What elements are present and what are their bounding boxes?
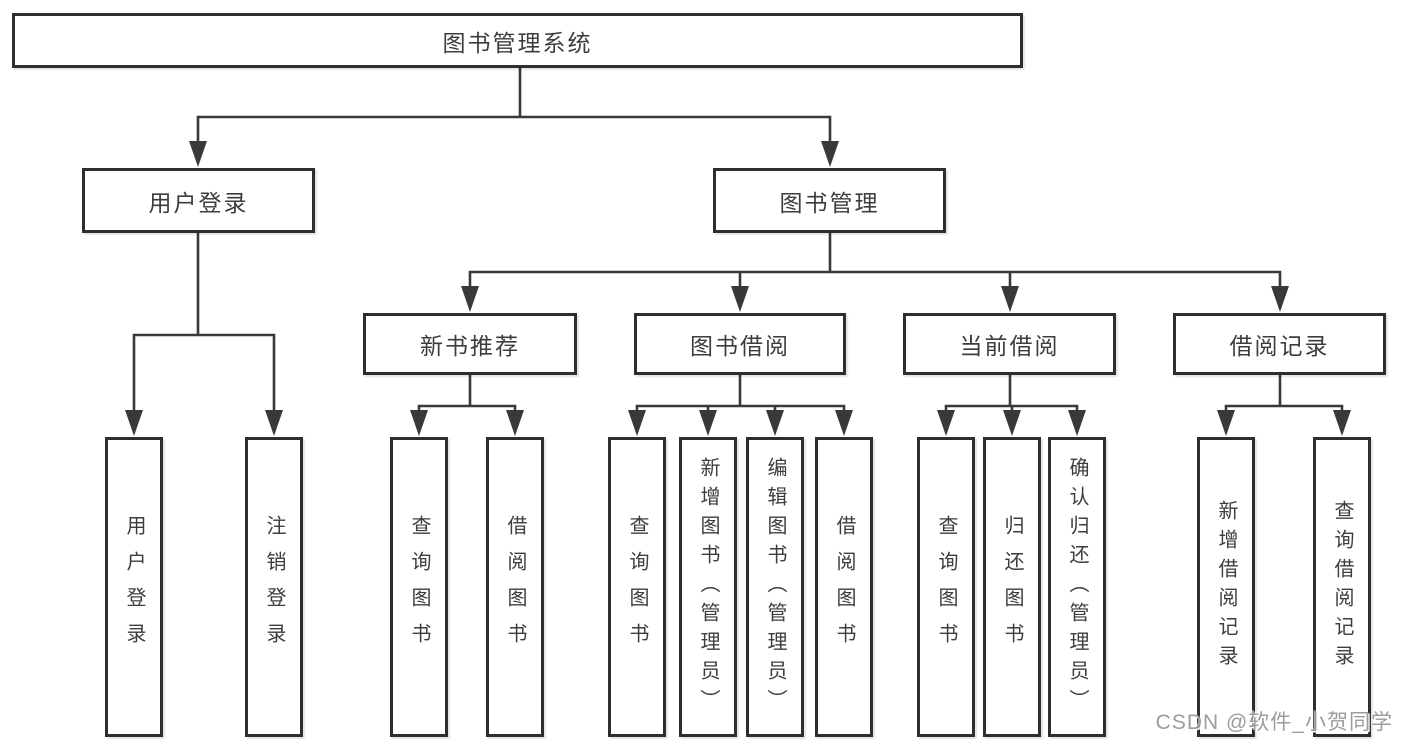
- node-label: 归还图书: [1001, 515, 1023, 659]
- node-borrow-books-recommend: 借阅图书: [486, 437, 544, 737]
- node-borrow-books: 借阅图书: [815, 437, 873, 737]
- node-book-borrowing: 图书借阅: [634, 313, 846, 375]
- node-user-login: 用户登录: [105, 437, 163, 737]
- node-library-management-system: 图书管理系统: [12, 13, 1023, 68]
- node-label: 当前借阅: [959, 333, 1060, 359]
- node-label: 借阅图书: [504, 515, 526, 659]
- node-edit-book-admin: 编辑图书（管理员）: [746, 437, 804, 737]
- node-query-borrow-record: 查询借阅记录: [1313, 437, 1371, 737]
- node-label: 图书管理系统: [442, 29, 593, 56]
- node-query-books-current: 查询图书: [917, 437, 975, 737]
- node-current-borrowing: 当前借阅: [903, 313, 1116, 375]
- watermark: CSDN @软件_小贺同学: [1155, 711, 1393, 734]
- node-add-book-admin: 新增图书（管理员）: [679, 437, 737, 737]
- node-label: 编辑图书（管理员）: [764, 456, 786, 718]
- node-new-book-recommendation: 新书推荐: [363, 313, 577, 375]
- node-user-login-group: 用户登录: [82, 168, 315, 233]
- node-logout: 注销登录: [245, 437, 303, 737]
- node-borrowing-records: 借阅记录: [1173, 313, 1386, 375]
- node-label: 注销登录: [263, 515, 285, 659]
- node-label: 新书推荐: [420, 333, 520, 359]
- node-query-books-recommend: 查询图书: [390, 437, 448, 737]
- node-label: 查询图书: [626, 515, 648, 659]
- node-return-book: 归还图书: [983, 437, 1041, 737]
- node-label: 查询借阅记录: [1331, 500, 1353, 674]
- node-label: 图书管理: [779, 189, 880, 216]
- node-label: 借阅图书: [833, 515, 855, 659]
- node-label: 新增图书（管理员）: [697, 456, 719, 718]
- node-label: 确认归还（管理员）: [1066, 456, 1088, 718]
- node-label: 用户登录: [123, 515, 145, 659]
- node-label: 借阅记录: [1229, 333, 1330, 359]
- node-confirm-return-admin: 确认归还（管理员）: [1048, 437, 1106, 737]
- node-book-management-group: 图书管理: [713, 168, 946, 233]
- node-query-books-borrow: 查询图书: [608, 437, 666, 737]
- node-label: 新增借阅记录: [1215, 500, 1237, 674]
- node-label: 用户登录: [148, 189, 249, 216]
- node-label: 图书借阅: [690, 333, 790, 359]
- node-label: 查询图书: [935, 515, 957, 659]
- node-label: 查询图书: [408, 515, 430, 659]
- node-add-borrow-record: 新增借阅记录: [1197, 437, 1255, 737]
